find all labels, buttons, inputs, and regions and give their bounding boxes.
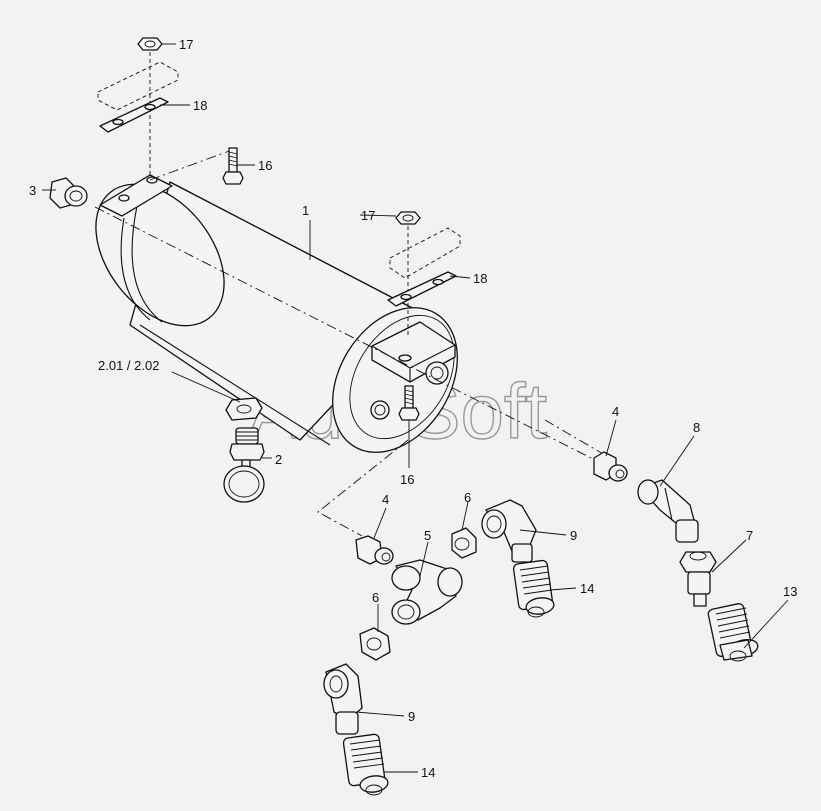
air-tank — [95, 174, 458, 453]
callout-16-top: 16 — [258, 158, 272, 173]
elbow-9-lower — [323, 663, 363, 735]
callout-14-upper: 14 — [580, 581, 594, 596]
leader-lines — [42, 43, 789, 773]
callout-9-lower: 9 — [408, 709, 415, 724]
bolt-16-top — [222, 147, 244, 185]
nut-17-right — [395, 211, 421, 225]
elbow-9-upper — [481, 499, 537, 563]
drain-valve — [223, 397, 265, 503]
callout-3: 3 — [29, 183, 36, 198]
bolt-16-bottom — [398, 385, 420, 421]
hose-13 — [707, 603, 759, 662]
callout-8: 8 — [693, 420, 700, 435]
fitting-3 — [49, 177, 88, 209]
elbow-8 — [637, 479, 699, 543]
fitting-4-left — [355, 535, 394, 565]
hose-14-lower — [342, 733, 389, 796]
callout-1: 1 — [302, 203, 309, 218]
callout-13: 13 — [783, 584, 797, 599]
hose-14-upper — [512, 559, 555, 618]
bracket-18-right — [387, 227, 461, 307]
fitting-4-right — [593, 451, 628, 482]
callout-6-lower: 6 — [372, 590, 379, 605]
fitting-6-lower — [359, 627, 391, 661]
callout-17-right: 17 — [361, 208, 375, 223]
fitting-6-upper — [451, 527, 477, 559]
callout-4-right: 4 — [612, 404, 619, 419]
tee-5 — [391, 559, 463, 625]
callout-2-01-2-02: 2.01 / 2.02 — [98, 358, 159, 373]
callout-2: 2 — [275, 452, 282, 467]
callout-5: 5 — [424, 528, 431, 543]
nut-17-top — [137, 37, 163, 51]
callout-16-bottom: 16 — [400, 472, 414, 487]
callout-18-top: 18 — [193, 98, 207, 113]
callout-14-lower: 14 — [421, 765, 435, 780]
callout-9-upper: 9 — [570, 528, 577, 543]
callout-6-upper: 6 — [464, 490, 471, 505]
callout-4-left: 4 — [382, 492, 389, 507]
callout-7: 7 — [746, 528, 753, 543]
bracket-18-top — [97, 61, 179, 133]
callout-18-right: 18 — [473, 271, 487, 286]
fitting-7 — [679, 551, 717, 607]
callout-17-top: 17 — [179, 37, 193, 52]
